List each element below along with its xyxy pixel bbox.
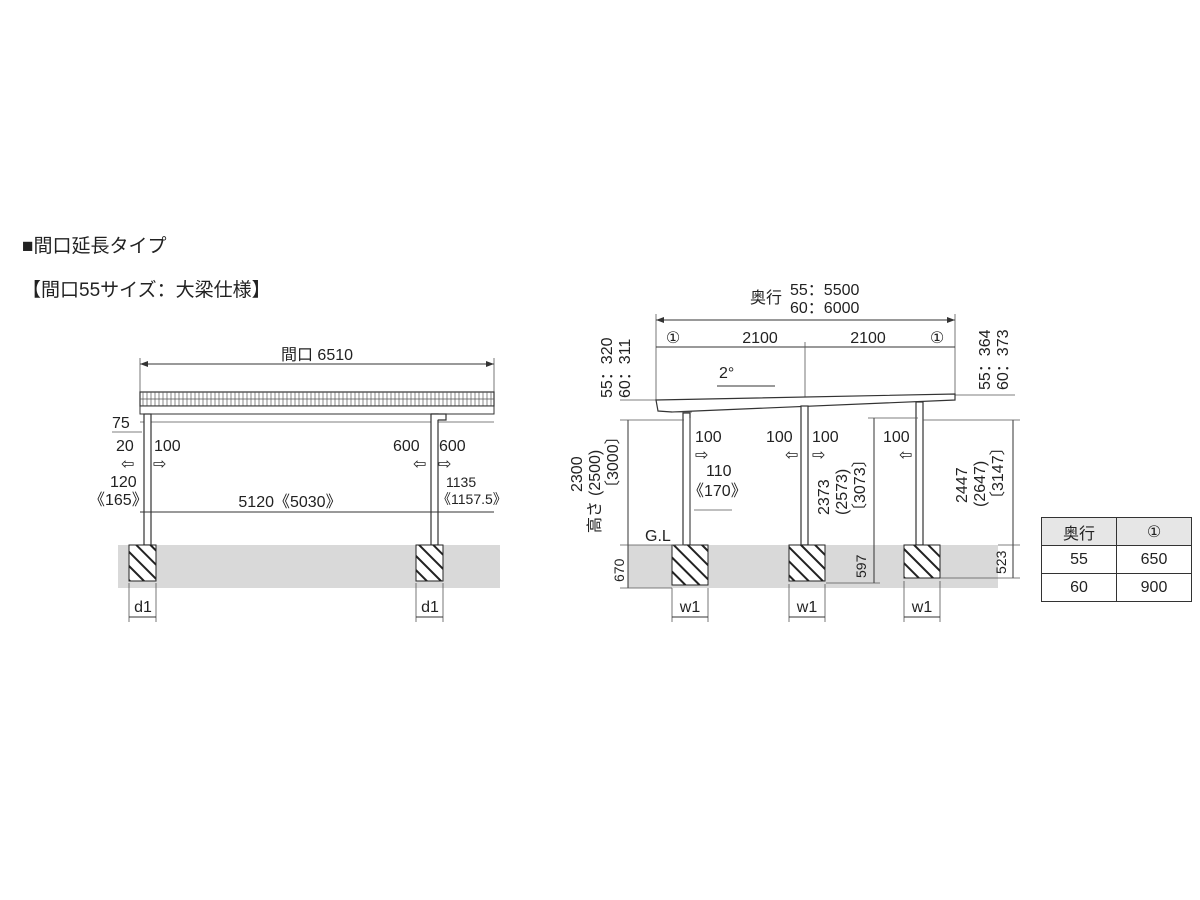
front-footing-left-label: d1 <box>134 599 152 616</box>
front-right-offset-a: 600 <box>393 438 420 455</box>
side-height-label: 高さ <box>586 501 604 533</box>
front-roof <box>139 391 495 423</box>
table-header-row: 奥行 ① <box>1041 517 1192 546</box>
side-depth-55: 55：5500 <box>790 282 859 299</box>
side-post1-depth-a: 110 <box>706 463 732 480</box>
front-left-offset-a: 20 <box>116 438 134 455</box>
front-left-depth-a: 120 <box>110 474 137 491</box>
side-marker-left: ① <box>666 330 680 347</box>
arrow-right-icon: ⇨ <box>695 447 708 464</box>
side-right-height-1: 2447 <box>954 467 971 503</box>
side-footing-1-label: w1 <box>679 599 701 616</box>
side-roof-right-55: 55：364 <box>977 329 994 390</box>
side-post2-offset-a: 100 <box>766 429 793 446</box>
side-height-2: (2500) <box>587 450 604 496</box>
side-roof <box>655 393 956 413</box>
side-footing-2 <box>788 544 826 582</box>
table-header-cell: 奥行 <box>1041 517 1117 546</box>
side-slope: 2° <box>719 365 734 382</box>
side-mid-height-1: 2373 <box>816 479 833 515</box>
front-footing-left <box>128 544 157 582</box>
side-gl: G.L <box>645 528 671 545</box>
side-footing-3 <box>903 544 941 579</box>
front-post-right <box>430 413 439 546</box>
side-post-3 <box>915 401 924 546</box>
side-height-1: 2300 <box>569 456 586 492</box>
table-header-cell: ① <box>1116 517 1192 546</box>
side-footing-height: 670 <box>611 558 627 582</box>
side-roof-right-60: 60：373 <box>995 329 1012 390</box>
side-mid-height-2: (2573) <box>834 469 851 515</box>
front-footing-right-label: d1 <box>421 599 439 616</box>
front-right-depth-a: 1135 <box>446 474 476 490</box>
side-right-footing: 523 <box>993 550 1009 574</box>
side-footing-2-label: w1 <box>796 599 818 616</box>
front-right-offset-b: 600 <box>439 438 466 455</box>
side-mid-footing: 597 <box>853 554 869 578</box>
side-depth-title: 奥行 <box>750 289 782 307</box>
arrow-left-icon: ⇦ <box>121 456 134 473</box>
front-left-offset-b: 100 <box>154 438 181 455</box>
side-bay-2: 2100 <box>850 330 886 347</box>
depth-table: 奥行 ① 55 650 60 900 <box>1041 517 1192 602</box>
table-cell: 60 <box>1041 573 1117 602</box>
side-footing-1 <box>671 544 709 586</box>
front-view: 間口 6510 75 20 100 ⇦ ⇨ 120 《165》 5120《503… <box>89 347 507 622</box>
side-roof-left-55: 55：320 <box>599 337 616 398</box>
table-row: 55 650 <box>1041 545 1192 574</box>
side-post1-depth-b: 《170》 <box>688 483 747 500</box>
side-footing-3-label: w1 <box>911 599 933 616</box>
front-roof-offset: 75 <box>112 415 130 432</box>
side-marker-right: ① <box>930 330 944 347</box>
table-cell: 900 <box>1116 573 1192 602</box>
front-right-depth-b: 《1157.5》 <box>437 491 507 507</box>
side-view: 奥行 55：5500 60：6000 ① ① 2100 2100 55：320 … <box>569 282 1020 622</box>
table-cell: 55 <box>1041 545 1117 574</box>
arrow-left-icon: ⇦ <box>785 447 798 464</box>
side-post1-offset: 100 <box>695 429 722 446</box>
side-height-3: 〔3000〕 <box>604 428 622 496</box>
front-footing-right <box>415 544 444 582</box>
arrow-right-icon: ⇨ <box>812 447 825 464</box>
type-heading: ■間口延長タイプ <box>22 236 167 257</box>
front-left-depth-b: 《165》 <box>89 492 148 509</box>
side-roof-left-60: 60：311 <box>617 339 634 398</box>
arrow-right-icon: ⇨ <box>438 456 451 473</box>
arrow-right-icon: ⇨ <box>153 456 166 473</box>
arrow-left-icon: ⇦ <box>413 456 426 473</box>
side-bay-1: 2100 <box>742 330 778 347</box>
side-post-2 <box>800 405 809 546</box>
table-cell: 650 <box>1116 545 1192 574</box>
arrow-left-icon: ⇦ <box>899 447 912 464</box>
front-post-left <box>143 413 152 546</box>
side-post-1 <box>682 412 691 546</box>
side-post3-offset: 100 <box>883 429 910 446</box>
side-post2-offset-b: 100 <box>812 429 839 446</box>
front-span: 5120《5030》 <box>238 494 341 511</box>
size-heading: 【間口55サイズ：大梁仕様】 <box>22 280 271 301</box>
side-mid-height-3: 〔3073〕 <box>851 451 869 519</box>
front-width-label: 間口 6510 <box>281 347 353 364</box>
side-right-height-2: (2647) <box>972 461 989 507</box>
side-right-height-3: 〔3147〕 <box>989 439 1007 507</box>
side-depth-60: 60：6000 <box>790 300 859 317</box>
table-row: 60 900 <box>1041 573 1192 602</box>
